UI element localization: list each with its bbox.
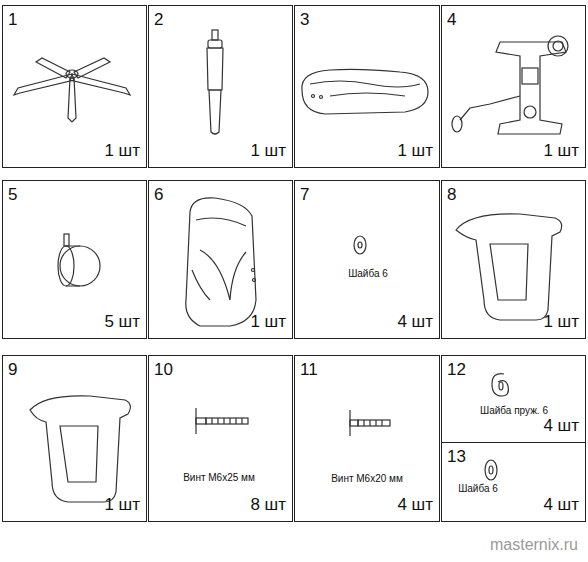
part-cell: 2 1 шт — [148, 5, 293, 168]
backrest — [186, 198, 256, 326]
gas-lift — [207, 30, 223, 134]
callout-number: 4 — [447, 10, 456, 30]
part-cell: 4 1 шт — [441, 5, 586, 168]
watermark: masternix.ru — [490, 536, 578, 554]
armrest-right — [456, 214, 562, 320]
callout-number: 12 — [447, 360, 466, 380]
seat — [302, 69, 428, 114]
part-cell: 1 1 шт — [2, 5, 147, 168]
spring-washer — [492, 374, 508, 396]
quantity: 1 шт — [250, 141, 286, 161]
chair-base — [14, 58, 130, 122]
quantity: 1 шт — [397, 141, 433, 161]
part-cell: 10Винт М6х25 мм 8 шт — [148, 355, 293, 522]
quantity: 1 шт — [543, 312, 579, 332]
quantity: 1 шт — [250, 312, 286, 332]
part-cell: 3 1 шт — [294, 5, 440, 168]
callout-number: 8 — [447, 185, 456, 205]
callout-number: 1 — [8, 10, 17, 30]
callout-number: 11 — [300, 360, 318, 380]
quantity: 4 шт — [397, 495, 433, 515]
callout-number: 3 — [300, 10, 309, 30]
quantity: 1 шт — [104, 141, 140, 161]
screw — [196, 408, 248, 434]
callout-number: 10 — [154, 360, 173, 380]
callout-number: 2 — [154, 10, 163, 30]
callout-number: 7 — [300, 185, 309, 205]
screw — [350, 410, 390, 436]
quantity: 4 шт — [397, 312, 433, 332]
part-cell: 11Винт М6х20 мм 4 шт — [294, 355, 440, 522]
caster-wheel — [58, 234, 100, 286]
part-cell: 13Шайба 6 4 шт — [441, 442, 586, 522]
part-cell: 6 1 шт — [148, 180, 293, 339]
part-name: Винт М6х25 мм — [182, 472, 256, 483]
part-name: Винт М6х20 мм — [330, 473, 404, 484]
quantity: 5 шт — [104, 312, 140, 332]
part-name: Шайба 6 — [347, 268, 389, 279]
armrest-left — [30, 396, 130, 502]
callout-number: 13 — [447, 447, 466, 467]
part-cell: 9 1 шт — [2, 355, 147, 522]
tilt-mechanism — [452, 36, 568, 134]
callout-number: 5 — [8, 185, 17, 205]
part-cell: 12Шайба пруж. 64 шт — [441, 355, 586, 443]
quantity: 1 шт — [543, 141, 579, 161]
quantity: 4 шт — [543, 416, 579, 436]
callout-number: 6 — [154, 185, 163, 205]
part-cell: 7Шайба 6 4 шт — [294, 180, 440, 339]
quantity: 8 шт — [250, 495, 286, 515]
quantity: 1 шт — [104, 495, 140, 515]
part-name: Шайба 6 — [457, 483, 499, 494]
part-name: Шайба пруж. 6 — [479, 405, 549, 416]
callout-number: 9 — [8, 360, 17, 380]
part-cell: 5 5 шт — [2, 180, 147, 339]
washer — [354, 236, 366, 254]
part-cell: 8 1 шт — [441, 180, 586, 339]
washer — [485, 460, 497, 480]
quantity: 4 шт — [543, 495, 579, 515]
